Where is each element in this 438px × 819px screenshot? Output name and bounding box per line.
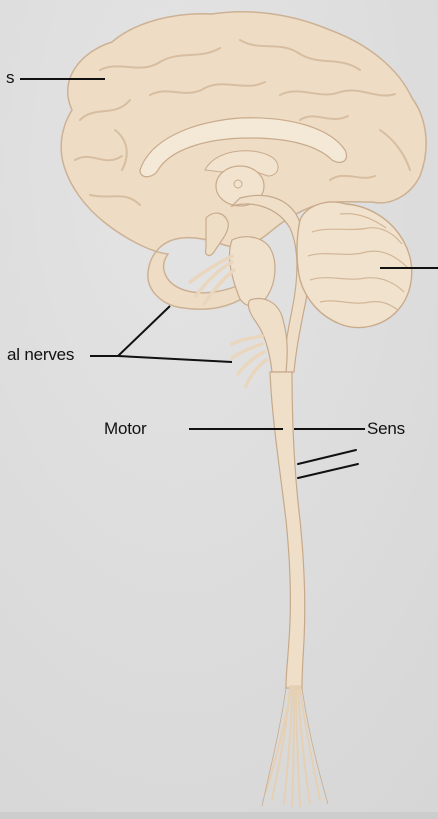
label-motor: Motor	[104, 420, 146, 437]
bottom-edge-border	[0, 812, 438, 819]
label-sensory: Sens	[367, 420, 405, 437]
label-cerebrum: s	[6, 69, 14, 86]
label-cranial-nerves: al nerves	[7, 346, 74, 363]
